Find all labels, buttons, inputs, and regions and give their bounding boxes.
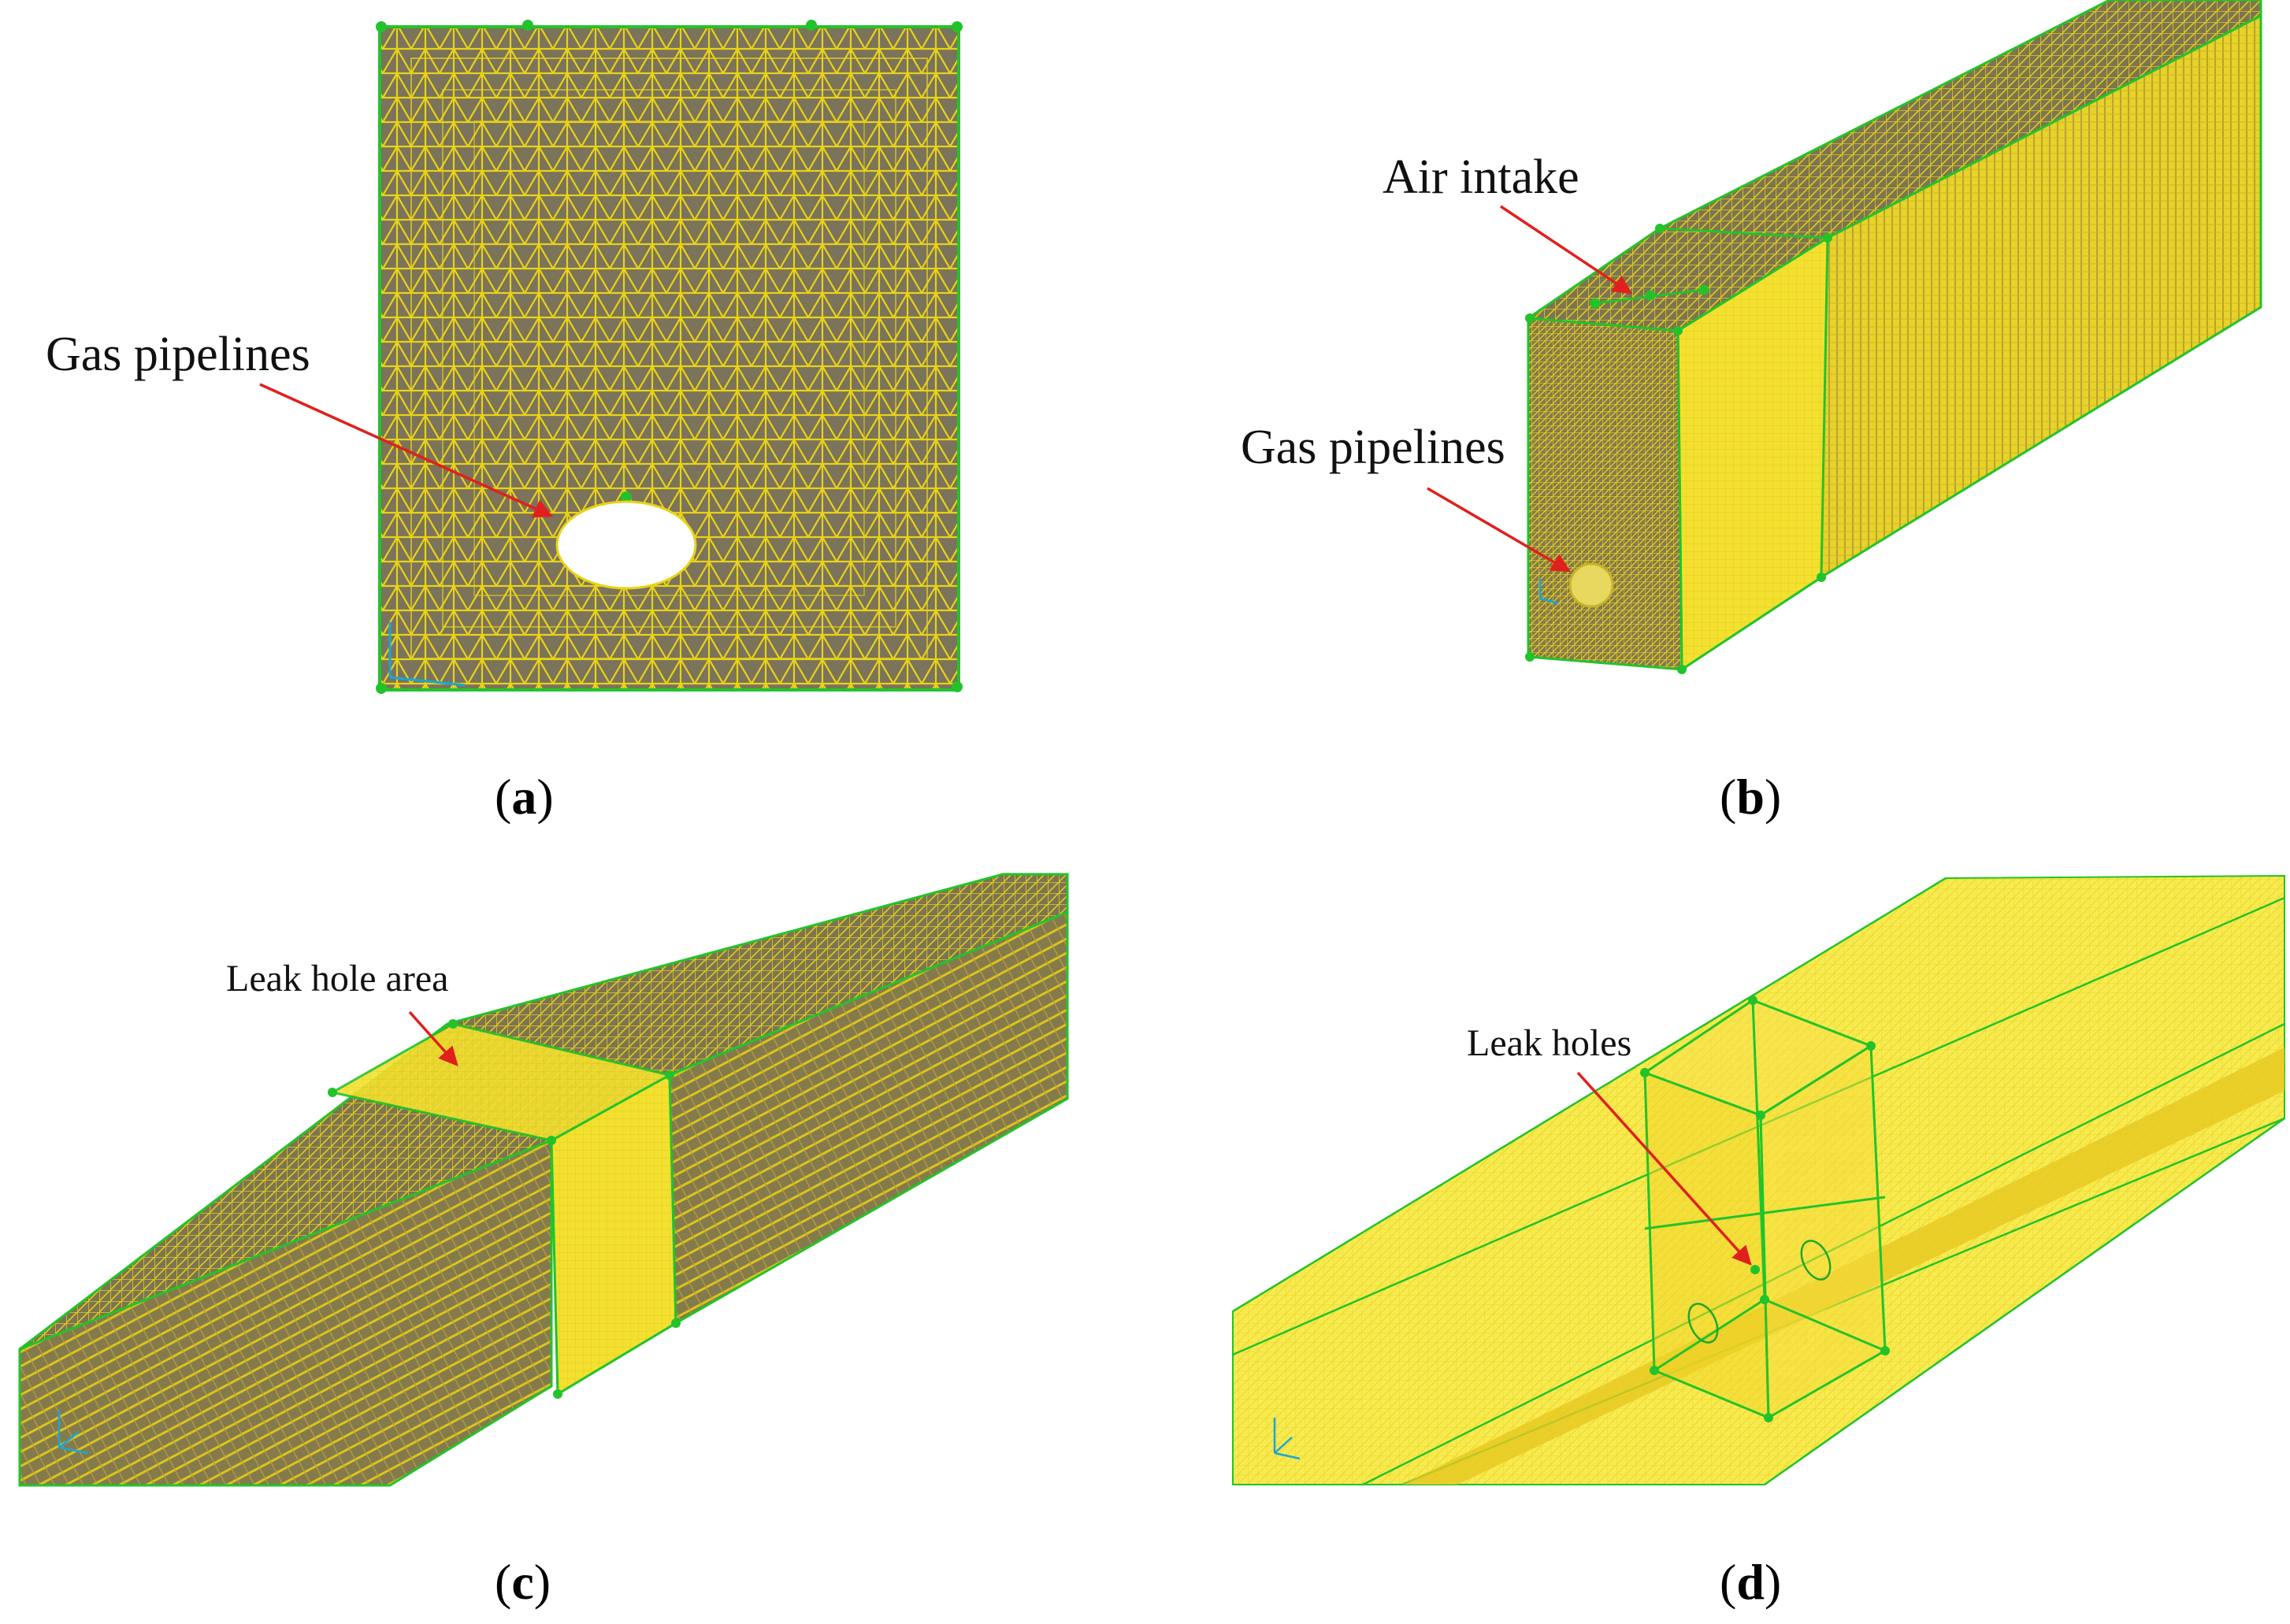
panel-label-b: (b) (1720, 769, 1781, 825)
arrow-gas-pipelines-b (1427, 487, 1572, 573)
panel-d: Leak holes (d) (1232, 874, 2285, 1610)
duct-front-face-b (1527, 317, 1683, 671)
axis-triad-icon (388, 622, 466, 687)
duct-front-side-c (18, 1138, 553, 1487)
panel-a: Gas pipelines (a) (46, 20, 963, 825)
duct-right-side-c (668, 910, 1069, 1326)
label-leak-hole-area: Leak hole area (226, 958, 448, 999)
leak-hole-2 (1800, 1240, 1832, 1281)
arrow-leak-holes (1576, 1071, 1752, 1266)
leak-hole-box (1642, 999, 1887, 1420)
panel-label-a: (a) (495, 769, 554, 825)
label-gas-pipelines-a: Gas pipelines (46, 328, 310, 381)
gas-pipeline-circle-b (1568, 562, 1614, 608)
arrow-leak-hole-area (408, 1010, 458, 1066)
panel-b: Air intake Gas pipelines (b) (1241, 0, 2262, 825)
gas-pipeline-hole (555, 500, 697, 590)
arrow-air-intake (1500, 205, 1633, 295)
panel-label-d: (d) (1720, 1554, 1781, 1610)
axis-triad-icon-d (1273, 1418, 1301, 1460)
arrow-gas-pipelines-a (259, 383, 554, 518)
leak-hole-1 (1687, 1303, 1719, 1344)
air-intake-marker (1590, 284, 1709, 309)
label-leak-holes: Leak holes (1467, 1022, 1631, 1064)
panel-c: Leak hole area (c) (18, 873, 1069, 1610)
label-air-intake: Air intake (1383, 150, 1579, 204)
panel-a-cross-section (378, 25, 960, 691)
axis-triad-icon-b (1538, 579, 1559, 605)
label-gas-pipelines-b: Gas pipelines (1241, 421, 1505, 474)
panel-label-c: (c) (495, 1554, 551, 1610)
axis-triad-icon-c (58, 1410, 89, 1455)
